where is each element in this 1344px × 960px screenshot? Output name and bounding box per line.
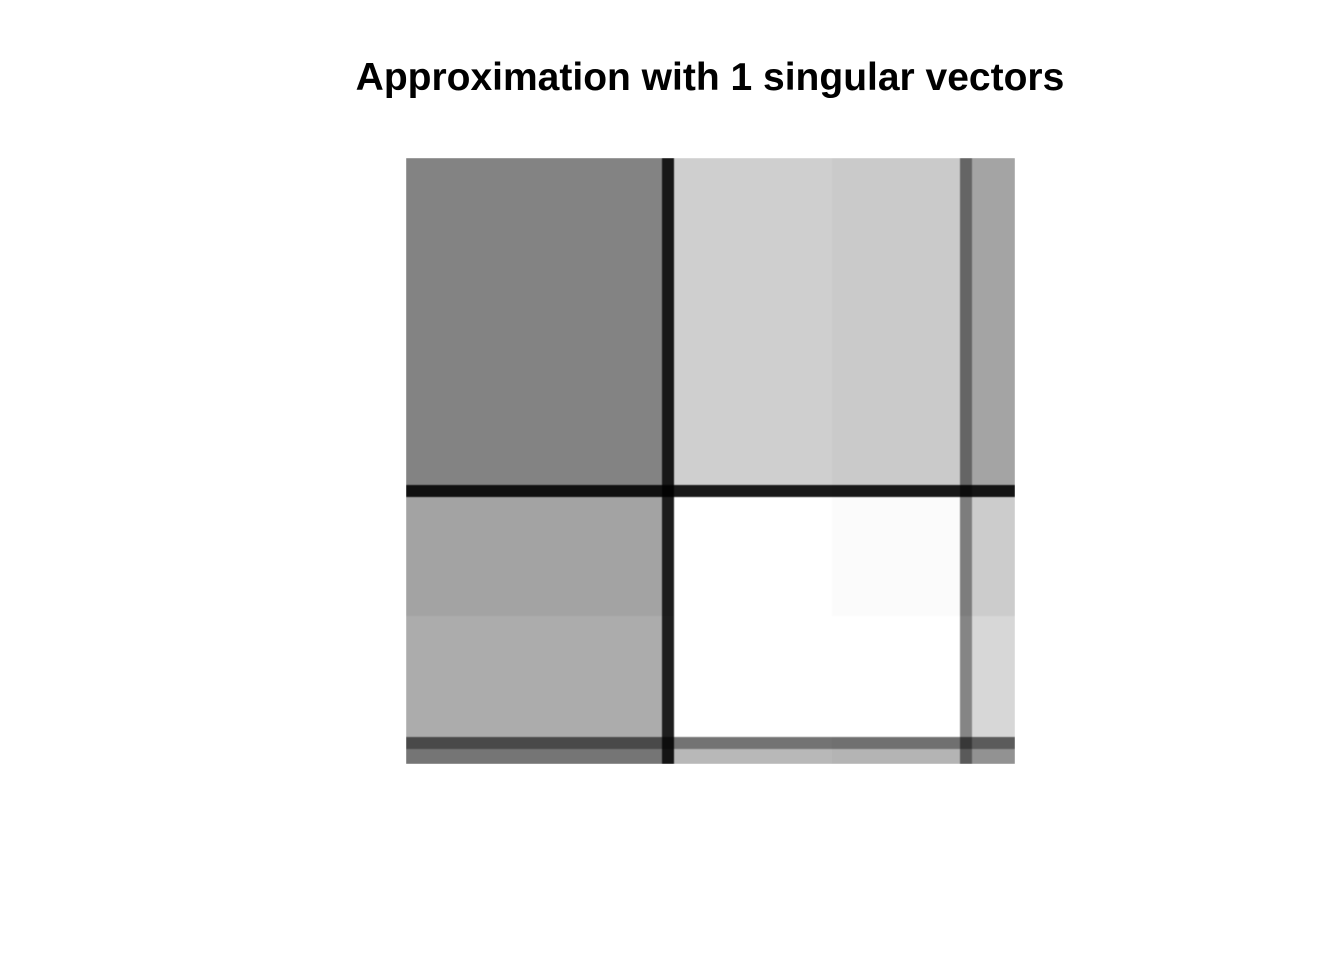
heatmap-cell-r5-c3 bbox=[832, 749, 960, 764]
heatmap-cell-r3-c1 bbox=[662, 616, 674, 737]
heatmap-cell-r0-c5 bbox=[972, 158, 1015, 485]
heatmap-cell-r3-c5 bbox=[972, 616, 1015, 737]
heatmap-cell-r5-c4 bbox=[960, 749, 972, 764]
heatmap-cell-r0-c0 bbox=[406, 158, 662, 485]
heatmap-cell-r4-c2 bbox=[674, 737, 832, 749]
heatmap-cell-r0-c1 bbox=[662, 158, 674, 485]
heatmap-cell-r2-c5 bbox=[972, 497, 1015, 616]
heatmap-cell-r1-c4 bbox=[960, 485, 972, 497]
chart-title: Approximation with 1 singular vectors bbox=[355, 56, 1065, 99]
heatmap-cell-r3-c3 bbox=[832, 616, 960, 737]
heatmap-cell-r4-c0 bbox=[406, 737, 662, 749]
heatmap-cell-r2-c0 bbox=[406, 497, 662, 616]
heatmap-cell-r1-c5 bbox=[972, 485, 1015, 497]
heatmap-cell-r4-c4 bbox=[960, 737, 972, 749]
heatmap-cell-r5-c1 bbox=[662, 749, 674, 764]
heatmap-cell-r5-c5 bbox=[972, 749, 1015, 764]
heatmap-cell-r4-c3 bbox=[832, 737, 960, 749]
heatmap-cell-r0-c3 bbox=[832, 158, 960, 485]
heatmap-cell-r0-c2 bbox=[674, 158, 832, 485]
heatmap-cell-r2-c3 bbox=[832, 497, 960, 616]
heatmap-cell-r1-c1 bbox=[662, 485, 674, 497]
heatmap-cell-r3-c0 bbox=[406, 616, 662, 737]
heatmap-cell-r0-c4 bbox=[960, 158, 972, 485]
heatmap-cell-r5-c0 bbox=[406, 749, 662, 764]
heatmap-cell-r3-c2 bbox=[674, 616, 832, 737]
heatmap-svg bbox=[406, 158, 1015, 764]
heatmap-cell-r1-c2 bbox=[674, 485, 832, 497]
heatmap-cell-r1-c3 bbox=[832, 485, 960, 497]
heatmap-cell-r4-c1 bbox=[662, 737, 674, 749]
heatmap-cell-r2-c1 bbox=[662, 497, 674, 616]
heatmap-cell-r4-c5 bbox=[972, 737, 1015, 749]
image-plot bbox=[406, 158, 1015, 764]
heatmap-cell-r2-c4 bbox=[960, 497, 972, 616]
heatmap-cell-r2-c2 bbox=[674, 497, 832, 616]
heatmap-cell-r3-c4 bbox=[960, 616, 972, 737]
heatmap-cell-r5-c2 bbox=[674, 749, 832, 764]
heatmap-cell-r1-c0 bbox=[406, 485, 662, 497]
